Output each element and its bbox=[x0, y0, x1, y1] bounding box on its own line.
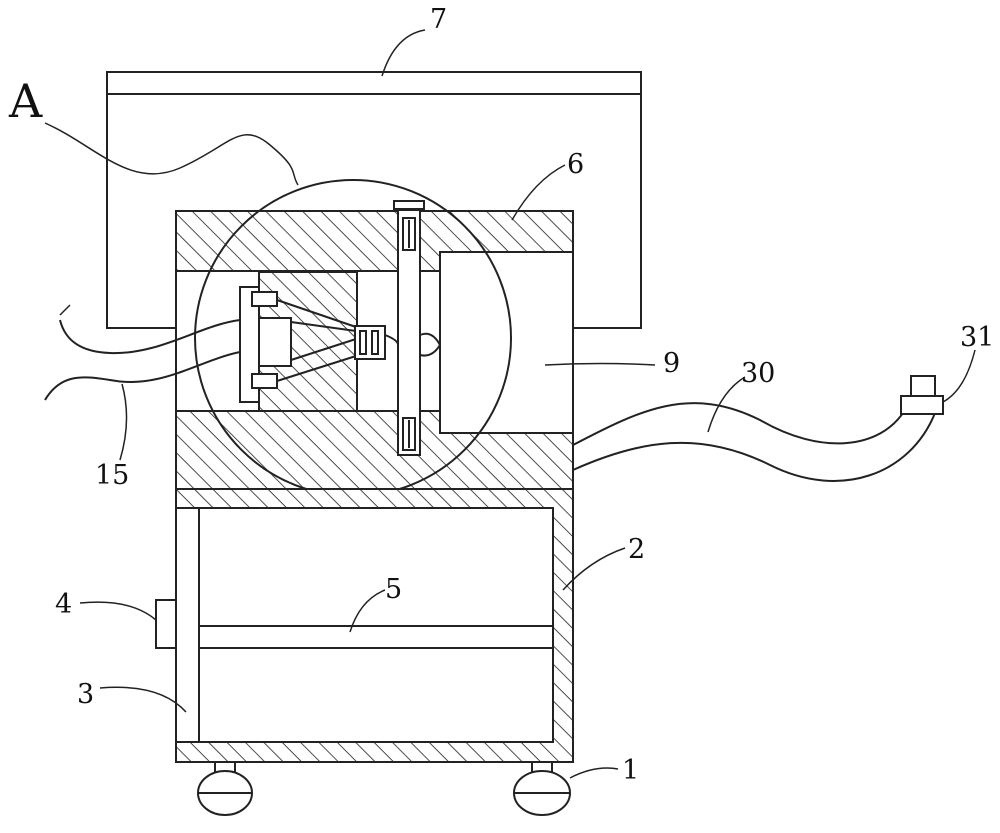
cable-15 bbox=[44, 304, 241, 401]
connector-31 bbox=[900, 395, 944, 415]
lower-cabinet bbox=[155, 488, 574, 763]
wheels bbox=[196, 761, 572, 816]
detail-leader bbox=[44, 122, 299, 186]
callout-2: 2 bbox=[628, 534, 645, 565]
hose-30 bbox=[572, 375, 944, 482]
leader-lines bbox=[79, 29, 976, 779]
callout-4: 4 bbox=[55, 589, 72, 620]
callout-7: 7 bbox=[430, 4, 447, 35]
callout-9: 9 bbox=[663, 348, 680, 379]
callout-31: 31 bbox=[960, 322, 994, 353]
callout-30: 30 bbox=[741, 358, 775, 389]
callout-1: 1 bbox=[622, 755, 639, 786]
clamp-mechanism bbox=[239, 200, 442, 456]
detail-label-a: A bbox=[8, 74, 43, 128]
callout-5: 5 bbox=[385, 574, 402, 605]
callout-3: 3 bbox=[77, 679, 94, 710]
callout-6: 6 bbox=[567, 149, 584, 180]
chamber-9 bbox=[439, 251, 574, 434]
callout-15: 15 bbox=[95, 460, 129, 491]
